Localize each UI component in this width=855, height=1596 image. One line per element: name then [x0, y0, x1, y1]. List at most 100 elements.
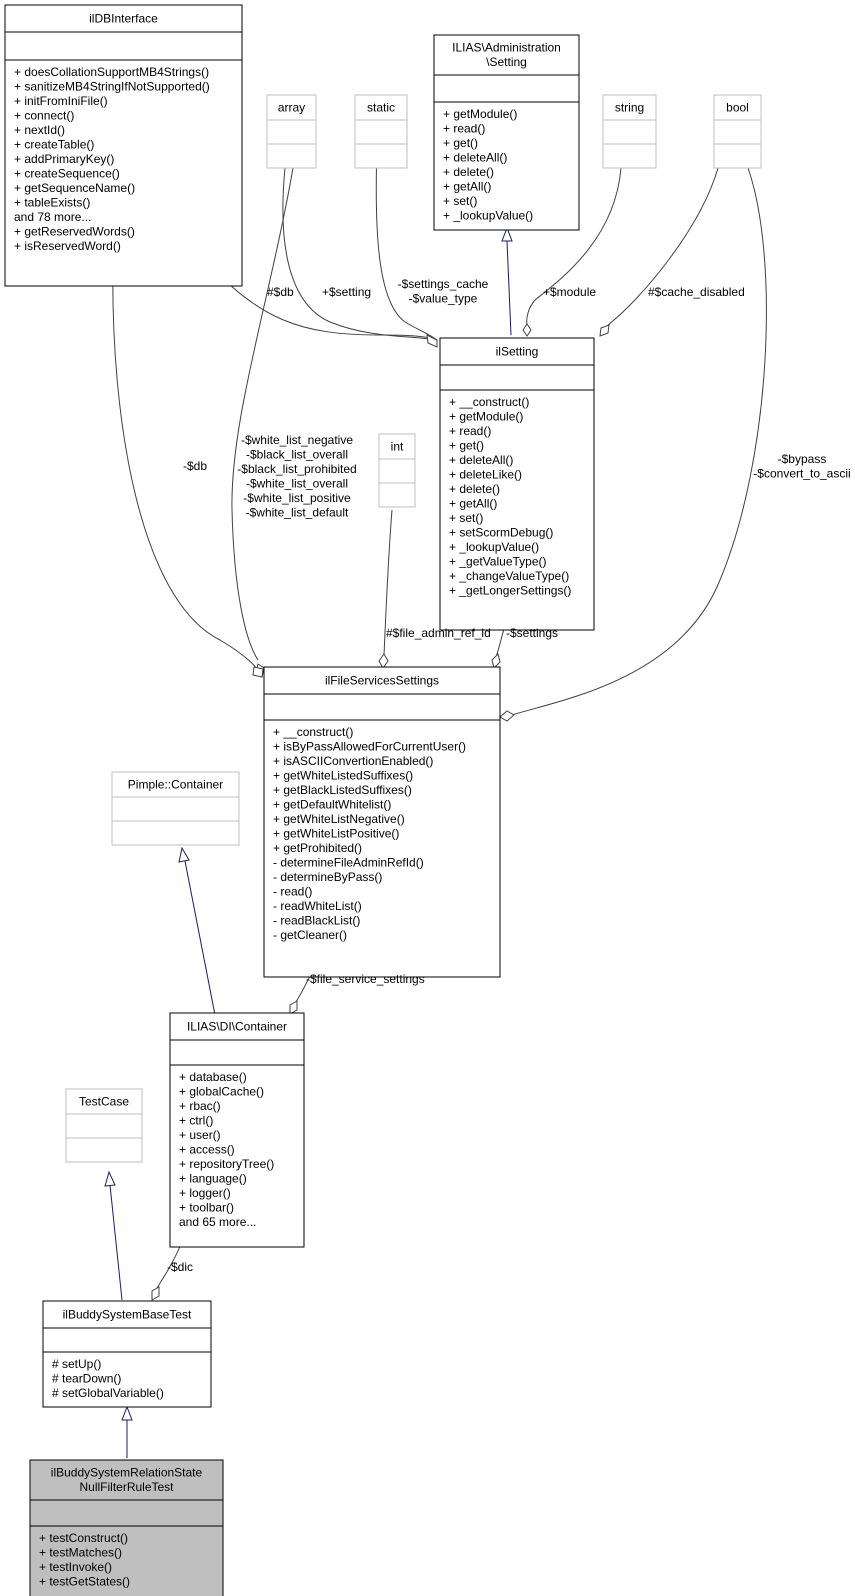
class-box-int: int [378, 433, 416, 508]
class-member: + set() [449, 511, 483, 525]
class-member: + access() [179, 1143, 235, 1157]
class-member: + getProhibited() [273, 841, 362, 855]
class-box-testCase: TestCase [65, 1088, 143, 1163]
edge-label: +$setting [322, 285, 371, 299]
class-title: ilFileServicesSettings [325, 673, 439, 687]
class-box-frame [433, 34, 580, 231]
edge-label: #$file_admin_ref_id [386, 626, 491, 640]
aggregation-diamond [491, 653, 501, 669]
edge-labels: #$db+$setting-$settings_cache-$value_typ… [167, 277, 851, 1274]
class-member: # setGlobalVariable() [52, 1386, 164, 1400]
class-box-frame [378, 433, 416, 508]
edge-label: -$white_list_positive [243, 491, 351, 505]
class-member: + delete() [449, 482, 500, 496]
class-box-frame [263, 666, 501, 978]
edges [104, 139, 767, 1458]
edge-label: -$bypass [778, 452, 827, 466]
class-member: + read() [449, 424, 491, 438]
edge-array-to-fss [231, 167, 294, 661]
class-member: + delete() [443, 165, 494, 179]
class-box-frame [439, 337, 595, 631]
class-member: + createTable() [14, 138, 94, 152]
class-member: + get() [443, 136, 478, 150]
inheritance-arrowhead [104, 1170, 116, 1187]
class-box-ilDBInterface: ilDBInterface + doesCollationSupportMB4St… [4, 4, 243, 287]
class-member: + getWhiteListPositive() [273, 827, 399, 841]
class-title: array [278, 100, 305, 114]
class-member: + globalCache() [179, 1085, 264, 1099]
edge-label: -$dic [167, 1260, 193, 1274]
class-member: + get() [449, 439, 484, 453]
edge-label: -$settings_cache [398, 277, 489, 291]
edge-label: -$black_list_prohibited [237, 462, 356, 476]
edge-label: -$file_service_settings [306, 972, 425, 986]
class-box-focusTest: ilBuddySystemRelationStateNullFilterRule… [29, 1459, 224, 1596]
class-title: \Setting [486, 55, 527, 69]
class-box-frame [169, 1012, 305, 1248]
class-member: + initFromIniFile() [14, 94, 108, 108]
inheritance-arrowhead [178, 846, 190, 863]
edge-label: -$white_list_negative [241, 433, 353, 447]
class-title: ilBuddySystemBaseTest [63, 1307, 192, 1321]
class-boxes: ilDBInterface + doesCollationSupportMB4St… [4, 4, 762, 1596]
class-member: + language() [179, 1172, 247, 1186]
class-member: + doesCollationSupportMB4Strings() [14, 65, 209, 79]
class-member: + testInvoke() [39, 1560, 112, 1574]
class-title: static [367, 100, 395, 114]
class-member: + createSequence() [14, 167, 120, 181]
class-box-frame [4, 4, 243, 287]
class-member: and 65 more... [179, 1215, 256, 1229]
edge-label: -$black_list_overall [246, 448, 348, 462]
class-member: + connect() [14, 109, 74, 123]
edge-label: -$db [183, 459, 207, 473]
class-member: - determineFileAdminRefId() [273, 856, 424, 870]
class-member: + getBlackListedSuffixes() [273, 783, 412, 797]
class-member: + ctrl() [179, 1114, 213, 1128]
edge-db-to-fss [112, 257, 263, 676]
edge-label: -$white_list_default [246, 506, 349, 520]
aggregation-diamond [151, 1286, 160, 1301]
class-box-baseTest: ilBuddySystemBaseTest# setUp()# tearDown… [42, 1300, 212, 1408]
class-member: + getModule() [449, 410, 523, 424]
class-member: + _getLongerSettings() [449, 584, 571, 598]
class-box-bool: bool [713, 94, 762, 169]
edge-label: #$cache_disabled [648, 285, 745, 299]
edge-bool-to-ilsetting [607, 167, 719, 326]
class-title: TestCase [79, 1094, 129, 1108]
class-member: + deleteLike() [449, 468, 522, 482]
class-title: ilDBInterface [89, 11, 158, 25]
class-member: + rbac() [179, 1099, 221, 1113]
class-member: + deleteAll() [449, 453, 513, 467]
class-title: int [391, 439, 404, 453]
edge-label: -$convert_to_ascii [753, 467, 850, 481]
class-box-frame [713, 94, 762, 169]
class-box-ilFileServicesSettings: ilFileServicesSettings+ __construct()+ i… [263, 666, 501, 978]
class-title: NullFilterRuleTest [79, 1480, 174, 1494]
class-title: bool [726, 100, 749, 114]
class-box-frame [29, 1459, 224, 1596]
aggregation-diamond [499, 710, 515, 722]
class-box-ilSetting: ilSetting+ __construct()+ getModule()+ r… [439, 337, 595, 631]
class-box-frame [65, 1088, 143, 1163]
class-member: - readWhiteList() [273, 899, 362, 913]
edge-label: -$white_list_overall [246, 477, 348, 491]
edge-bool-to-fss [511, 167, 767, 716]
class-box-diContainer: ILIAS\DI\Container+ database()+ globalCa… [169, 1012, 305, 1248]
class-title: string [615, 100, 644, 114]
class-member: + sanitizeMB4StringIfNotSupported() [14, 80, 210, 94]
class-member: + getAll() [449, 497, 497, 511]
class-member: - readBlackList() [273, 914, 360, 928]
edge-int-to-fss [383, 509, 393, 656]
class-member: + repositoryTree() [179, 1157, 274, 1171]
class-member: + isReservedWord() [14, 239, 121, 253]
class-box-string: string [602, 94, 657, 169]
class-member: + getWhiteListedSuffixes() [273, 769, 413, 783]
class-member: # tearDown() [52, 1372, 121, 1386]
class-member: + _lookupValue() [449, 540, 539, 554]
class-member: - read() [273, 885, 312, 899]
edge-static-to-ilsetting [375, 139, 438, 341]
edge-array-to-ilsetting [282, 167, 438, 341]
class-member: + __construct() [273, 725, 353, 739]
class-member: + getAll() [443, 180, 491, 194]
class-member: - determineByPass() [273, 870, 382, 884]
